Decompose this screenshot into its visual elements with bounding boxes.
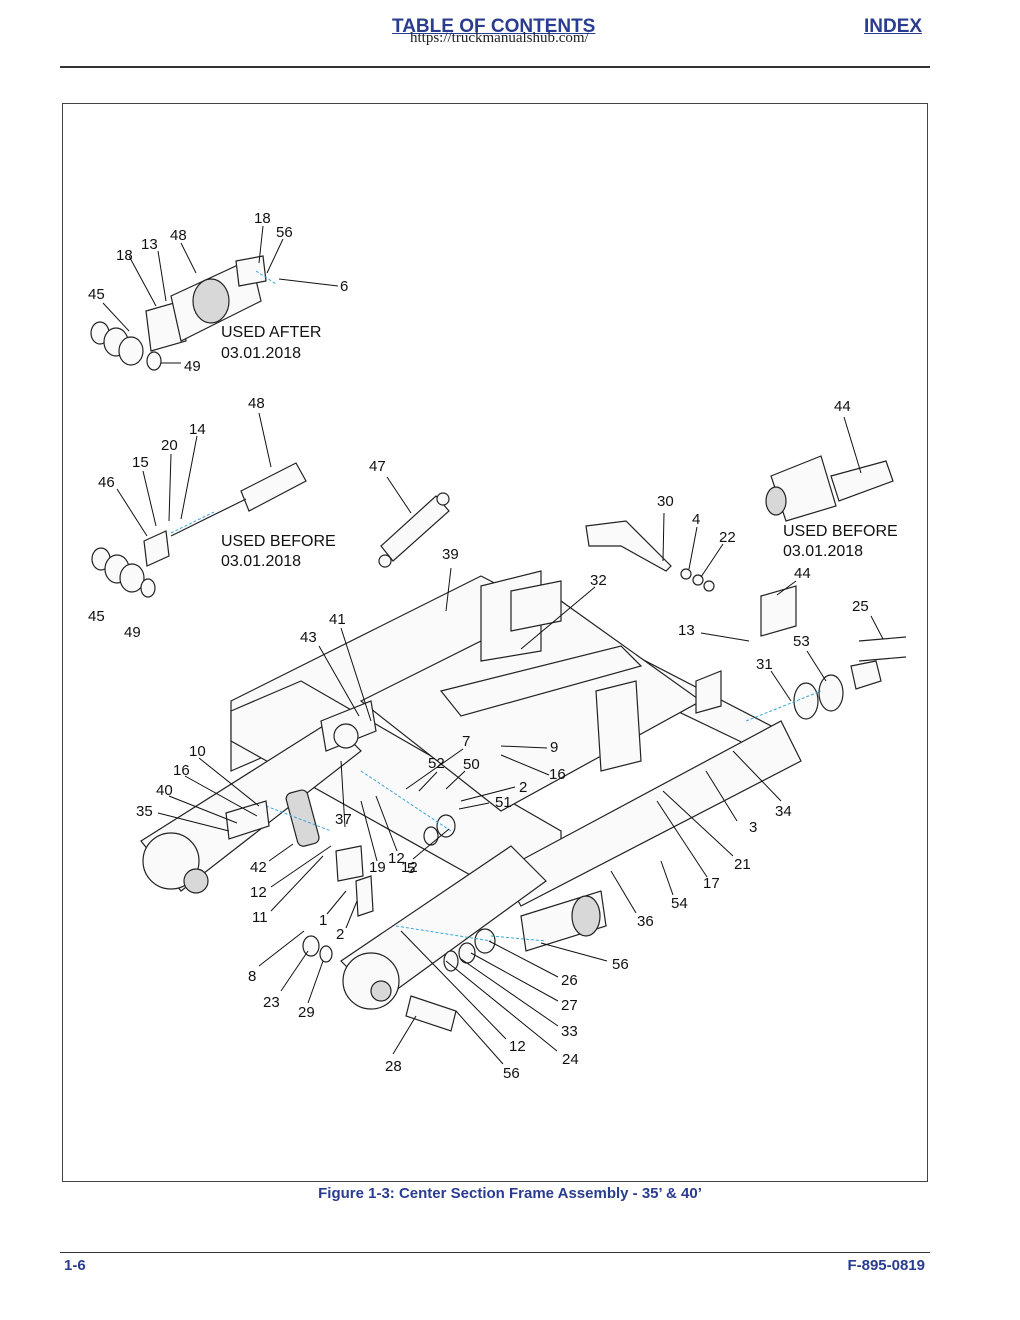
part-label: 2 [336, 926, 344, 943]
part-label: 20 [161, 437, 178, 454]
part-label: 10 [189, 743, 206, 760]
part-label: 49 [124, 624, 141, 641]
index-link[interactable]: INDEX [864, 16, 923, 37]
rod-30-drawing [585, 520, 715, 592]
part-label: 25 [852, 598, 869, 615]
part-label: 13 [678, 622, 695, 639]
part-label: 23 [263, 994, 280, 1011]
part-label: 56 [612, 956, 629, 973]
part-label: 45 [88, 608, 105, 625]
part-label: 54 [671, 895, 688, 912]
header-divider [60, 66, 930, 68]
part-label: 34 [775, 803, 792, 820]
footer-divider [60, 1252, 930, 1253]
part-label: 56 [276, 224, 293, 241]
cylinder-47-drawing [378, 492, 450, 568]
part-label: 43 [300, 629, 317, 646]
part-label: 2 [519, 779, 527, 796]
center-frame-drawing [140, 570, 802, 1032]
note-used-before-1-date: 03.01.2018 [221, 553, 301, 570]
part-label: 24 [562, 1051, 579, 1068]
note-used-after-date: 03.01.2018 [221, 345, 301, 362]
part-label: 5 [407, 860, 415, 877]
part-label: 1 [319, 912, 327, 929]
part-label: 12 [250, 884, 267, 901]
leader-lines [102, 225, 884, 1065]
part-label: 19 [369, 859, 386, 876]
document-number: F-895-0819 [847, 1257, 925, 1274]
part-label: 4 [692, 511, 700, 528]
part-label: 18 [116, 247, 133, 264]
part-label: 48 [170, 227, 187, 244]
part-label: 16 [173, 762, 190, 779]
part-label: 27 [561, 997, 578, 1014]
part-label: 22 [719, 529, 736, 546]
part-label: 14 [189, 421, 206, 438]
part-label: 21 [734, 856, 751, 873]
part-label: 31 [756, 656, 773, 673]
part-label: 40 [156, 782, 173, 799]
note-used-before-1: USED BEFORE [221, 533, 336, 550]
part-label: 44 [794, 565, 811, 582]
part-label: 48 [248, 395, 265, 412]
part-label: 35 [136, 803, 153, 820]
page-number: 1-6 [64, 1257, 86, 1274]
part-label: 8 [248, 968, 256, 985]
part-label: 47 [369, 458, 386, 475]
part-label: 49 [184, 358, 201, 375]
table-of-contents-link[interactable]: TABLE OF CONTENTS [392, 16, 596, 37]
part-callouts: 18 13 48 18 56 6 45 49 48 14 20 15 46 45… [88, 210, 869, 1082]
exploded-parts-diagram: USED AFTER 03.01.2018 USED BEFORE 03.01.… [88, 210, 907, 1082]
part-label: 45 [88, 286, 105, 303]
part-label: 53 [793, 633, 810, 650]
figure-caption: Figure 1-3: Center Section Frame Assembl… [318, 1185, 702, 1202]
part-label: 28 [385, 1058, 402, 1075]
note-used-after: USED AFTER [221, 324, 321, 341]
part-label: 33 [561, 1023, 578, 1040]
part-label: 15 [132, 454, 149, 471]
part-label: 51 [495, 794, 512, 811]
cylinder-used-after-drawing [90, 255, 277, 371]
part-label: 7 [462, 733, 470, 750]
part-label: 26 [561, 972, 578, 989]
lower-hardware-drawing [225, 770, 547, 972]
cylinder-used-before-drawing [91, 462, 307, 598]
note-used-before-2: USED BEFORE [783, 523, 898, 540]
part-label: 11 [252, 909, 268, 926]
part-label: 42 [250, 859, 267, 876]
part-label: 52 [428, 755, 445, 772]
part-label: 56 [503, 1065, 520, 1082]
figure-frame: USED AFTER 03.01.2018 USED BEFORE 03.01.… [62, 103, 928, 1182]
part-label: 18 [254, 210, 271, 227]
part-label: 12 [388, 850, 405, 867]
part-label: 12 [401, 859, 418, 876]
motor-44-drawing [760, 455, 894, 637]
part-label: 29 [298, 1004, 315, 1021]
part-label: 39 [442, 546, 459, 563]
diagram-notes: USED AFTER 03.01.2018 USED BEFORE 03.01.… [221, 324, 898, 570]
part-label: 41 [329, 611, 346, 628]
part-label: 6 [340, 278, 348, 295]
part-label: 37 [335, 811, 352, 828]
url-watermark: https://truckmanualshub.com/ [410, 30, 589, 46]
part-label: 13 [141, 236, 158, 253]
bearing-31-53-drawing [745, 636, 907, 722]
note-used-before-2-date: 03.01.2018 [783, 543, 863, 560]
part-label: 9 [550, 739, 558, 756]
part-label: 30 [657, 493, 674, 510]
part-label: 44 [834, 398, 851, 415]
part-label: 50 [463, 756, 480, 773]
part-label: 36 [637, 913, 654, 930]
part-label: 46 [98, 474, 115, 491]
part-label: 17 [703, 875, 720, 892]
part-label: 12 [509, 1038, 526, 1055]
part-label: 16 [549, 766, 566, 783]
part-label: 32 [590, 572, 607, 589]
part-label: 3 [749, 819, 757, 836]
